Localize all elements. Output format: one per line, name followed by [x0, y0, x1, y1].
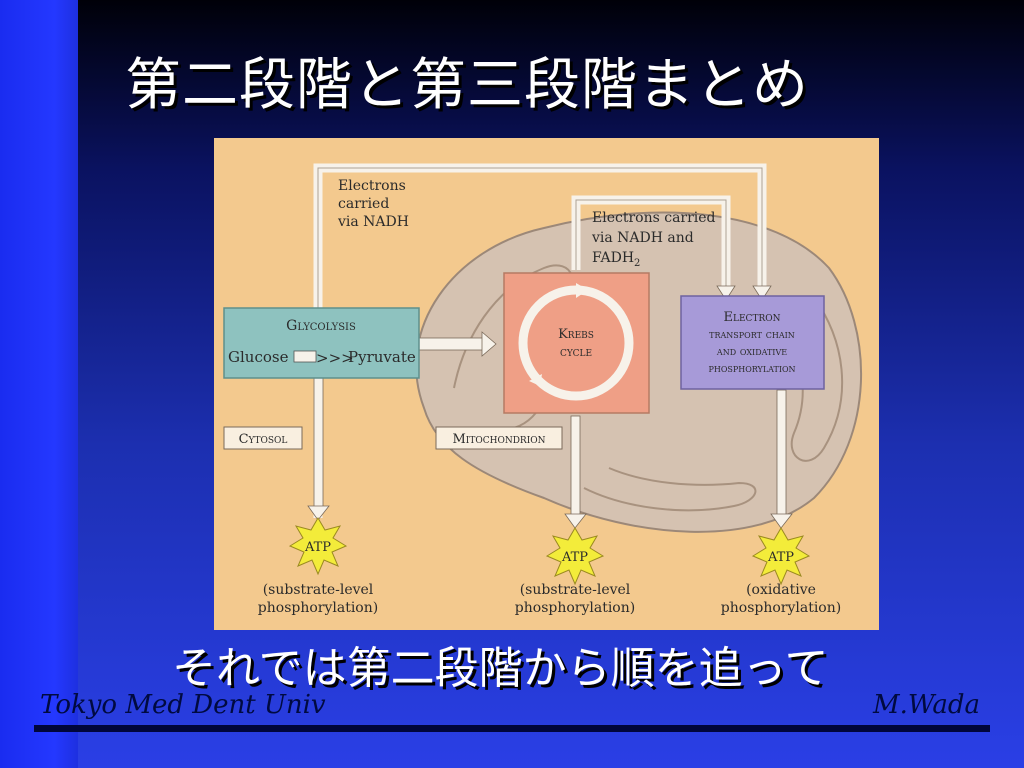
cytosol-box [223, 426, 303, 450]
atp3-caption-2: phosphorylation) [721, 600, 841, 616]
krebs-arrow-bottom [529, 374, 542, 386]
etc-label-1: Electron [724, 310, 781, 325]
etc-label-4: phosphorylation [708, 361, 795, 375]
arrow-down-atp1 [313, 377, 324, 509]
nadh-label-1: Electrons [338, 178, 406, 194]
arrow-down-atp2 [570, 415, 581, 517]
atp2-caption-2: phosphorylation) [515, 600, 635, 616]
cytosol-label: Cytosol [239, 432, 288, 447]
glycolysis-box [223, 307, 420, 379]
arrow-down-atp3 [776, 389, 787, 517]
footer-author: M.Wada [873, 690, 980, 720]
atp-star-3: ATP [751, 527, 811, 586]
arrow-fadh-head [716, 285, 736, 301]
mitochondrion-box [435, 426, 563, 450]
nadh-label-2: carried [338, 196, 389, 212]
fadh-label-3: FADH2 [592, 250, 640, 269]
atp-star-2: ATP [545, 527, 605, 586]
krebs-arrow-top [576, 283, 588, 298]
arrow-nadh-head [752, 285, 772, 301]
slide-subtitle: それでは第二段階から順を追って [172, 643, 829, 694]
atp-label-3: ATP [767, 550, 794, 565]
glycolysis-label: Glycolysis [286, 318, 356, 334]
krebs-label-2: cycle [560, 345, 592, 360]
arrow-pyruvate-to-krebs [418, 337, 485, 351]
atp-label-1: ATP [304, 540, 331, 555]
atp-star-1: ATP [288, 517, 348, 576]
footer-institution: Tokyo Med Dent Univ [40, 690, 326, 720]
atp2-caption-1: (substrate-level [520, 582, 631, 598]
fadh-label-1: Electrons carried [592, 210, 716, 226]
nadh-label-3: via NADH [337, 214, 409, 230]
cellular-respiration-diagram: Glycolysis Glucose >>> Pyruvate Krebs cy… [214, 138, 879, 630]
etc-label-2: transport chain [709, 327, 795, 341]
left-accent-bar [0, 0, 78, 768]
atp1-caption-1: (substrate-level [263, 582, 374, 598]
atp3-caption-1: (oxidative [746, 582, 816, 598]
pyruvate-label: Pyruvate [348, 348, 416, 366]
krebs-label-1: Krebs [558, 327, 594, 342]
footer-divider [34, 725, 990, 732]
glucose-arrow-icon [293, 350, 317, 363]
glucose-label: Glucose [228, 348, 289, 366]
mitochondrion-label: Mitochondrion [452, 432, 545, 447]
fadh-label-2: via NADH and [591, 230, 694, 246]
atp-label-2: ATP [561, 550, 588, 565]
etc-box [680, 295, 825, 390]
etc-label-3: and oxidative [716, 344, 787, 358]
atp1-caption-2: phosphorylation) [258, 600, 378, 616]
pyruvate-arrows-icon: >>> [316, 349, 354, 367]
slide-title: 第二段階と第三段階まとめ [125, 53, 809, 118]
